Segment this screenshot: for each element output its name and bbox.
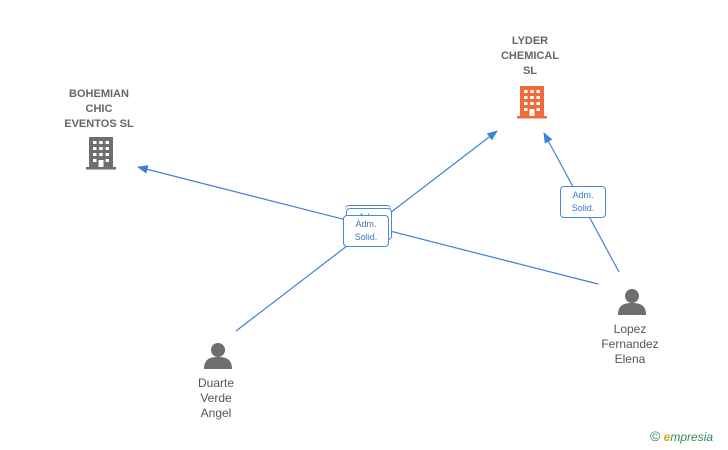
copyright-symbol: © <box>650 428 661 444</box>
company-label-bohemian[interactable]: BOHEMIAN CHIC EVENTOS SL <box>64 88 134 130</box>
person-label-lopez[interactable]: Lopez Fernandez Elena <box>601 322 659 366</box>
building-icon[interactable] <box>517 86 547 119</box>
person-icon[interactable] <box>618 289 646 315</box>
role-badge-lopez-bohemian: Adm. Solid. <box>343 215 389 247</box>
person-icon[interactable] <box>204 343 232 369</box>
brand-name: mpresia <box>670 430 714 444</box>
building-icon[interactable] <box>86 137 116 170</box>
brand-initial: e <box>663 430 671 444</box>
empresia-watermark: © empresia <box>650 428 713 444</box>
role-badge-lopez-lyder: Adm. Solid. <box>560 186 606 218</box>
company-label-lyder[interactable]: LYDER CHEMICAL SL <box>500 35 560 77</box>
person-label-duarte[interactable]: Duarte Verde Angel <box>197 376 235 420</box>
